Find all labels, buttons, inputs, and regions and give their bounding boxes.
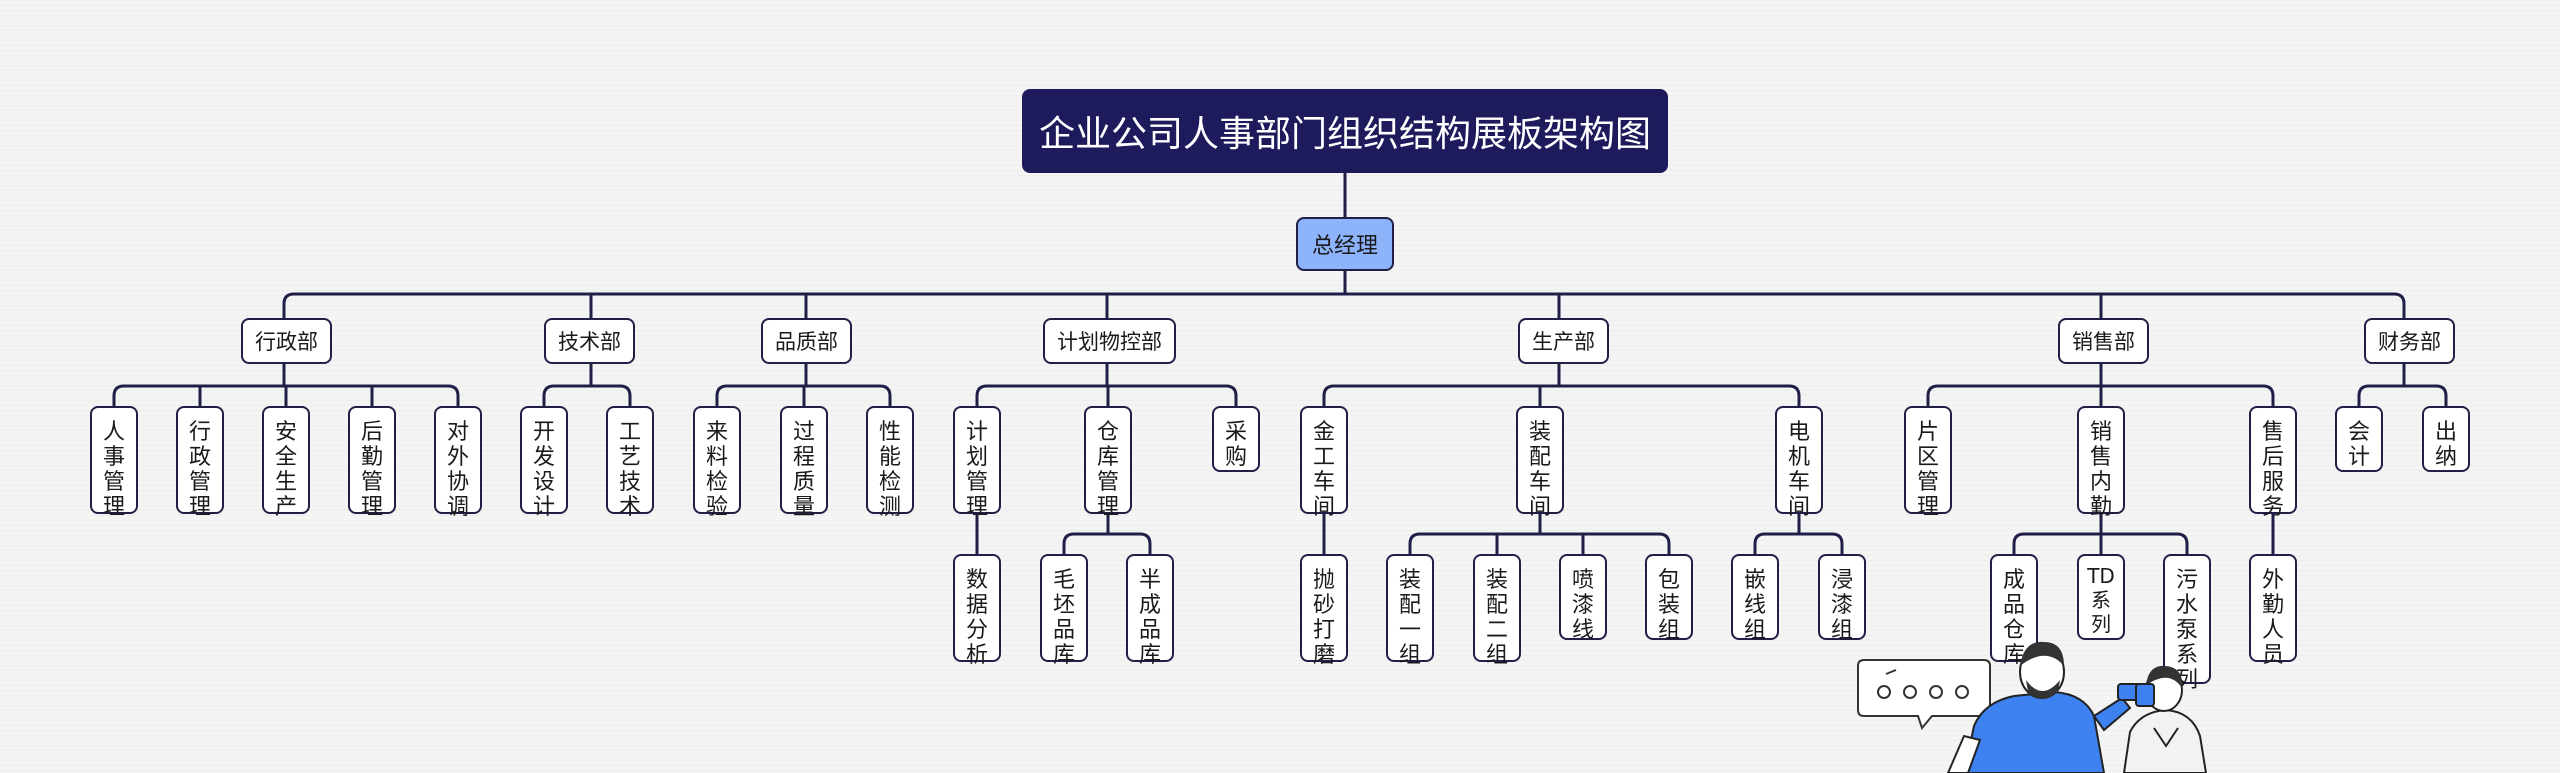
node-accounting[interactable]: 会计 [2335, 406, 2383, 472]
node-sanding-polishing[interactable]: 抛砂打磨 [1300, 554, 1348, 668]
node-external-coordination[interactable]: 对外协调 [434, 406, 482, 520]
node-sewage-pump-series[interactable]: 污水泵系列 [2163, 554, 2211, 693]
node-cashier[interactable]: 出纳 [2422, 406, 2470, 472]
node-blank-parts-store[interactable]: 毛坯品库 [1040, 554, 1088, 668]
node-dept-finance[interactable]: 财务部 [2364, 318, 2455, 364]
node-paint-line[interactable]: 喷漆线 [1559, 554, 1607, 643]
node-varnish-group[interactable]: 浸漆组 [1818, 554, 1866, 643]
node-finished-goods-store[interactable]: 成品仓库 [1990, 554, 2038, 668]
node-packaging-group[interactable]: 包装组 [1645, 554, 1693, 643]
node-process-technology[interactable]: 工艺技术 [606, 406, 654, 520]
node-field-staff[interactable]: 外勤人员 [2249, 554, 2297, 668]
node-dept-tech[interactable]: 技术部 [544, 318, 635, 364]
diagram-title: 企业公司人事部门组织结构展板架构图 [1022, 89, 1668, 173]
node-dept-quality[interactable]: 品质部 [761, 318, 852, 364]
node-incoming-inspection[interactable]: 来料检验 [693, 406, 741, 520]
node-process-quality[interactable]: 过程质量 [780, 406, 828, 520]
chat-bubble-icon [1857, 659, 1991, 730]
node-sales-office[interactable]: 销售内勤 [2077, 406, 2125, 520]
node-safety-production[interactable]: 安全生产 [262, 406, 310, 520]
node-assembly-workshop[interactable]: 装配车间 [1516, 406, 1564, 520]
node-purchasing[interactable]: 采购 [1212, 406, 1260, 472]
node-dept-production[interactable]: 生产部 [1518, 318, 1609, 364]
node-assembly-group-2[interactable]: 装配二组 [1473, 554, 1521, 668]
node-performance-testing[interactable]: 性能检测 [866, 406, 914, 520]
node-admin-management[interactable]: 行政管理 [176, 406, 224, 520]
node-metalwork-workshop[interactable]: 金工车间 [1300, 406, 1348, 520]
node-general-manager[interactable]: 总经理 [1296, 217, 1394, 271]
node-regional-management[interactable]: 片区管理 [1904, 406, 1952, 520]
node-dept-planning[interactable]: 计划物控部 [1043, 318, 1176, 364]
node-dept-admin[interactable]: 行政部 [241, 318, 332, 364]
node-hr-management[interactable]: 人事管理 [90, 406, 138, 520]
node-after-sales-service[interactable]: 售后服务 [2249, 406, 2297, 520]
people-talking-illustration [1946, 641, 2208, 773]
node-assembly-group-1[interactable]: 装配一组 [1386, 554, 1434, 668]
node-motor-workshop[interactable]: 电机车间 [1775, 406, 1823, 520]
node-dept-sales[interactable]: 销售部 [2058, 318, 2149, 364]
node-warehouse-management[interactable]: 仓库管理 [1084, 406, 1132, 520]
node-planning-management[interactable]: 计划管理 [953, 406, 1001, 520]
node-winding-group[interactable]: 嵌线组 [1731, 554, 1779, 643]
node-data-analysis[interactable]: 数据分析 [953, 554, 1001, 668]
node-development-design[interactable]: 开发设计 [520, 406, 568, 520]
node-logistics-management[interactable]: 后勤管理 [348, 406, 396, 520]
node-semi-finished-store[interactable]: 半成品库 [1126, 554, 1174, 668]
